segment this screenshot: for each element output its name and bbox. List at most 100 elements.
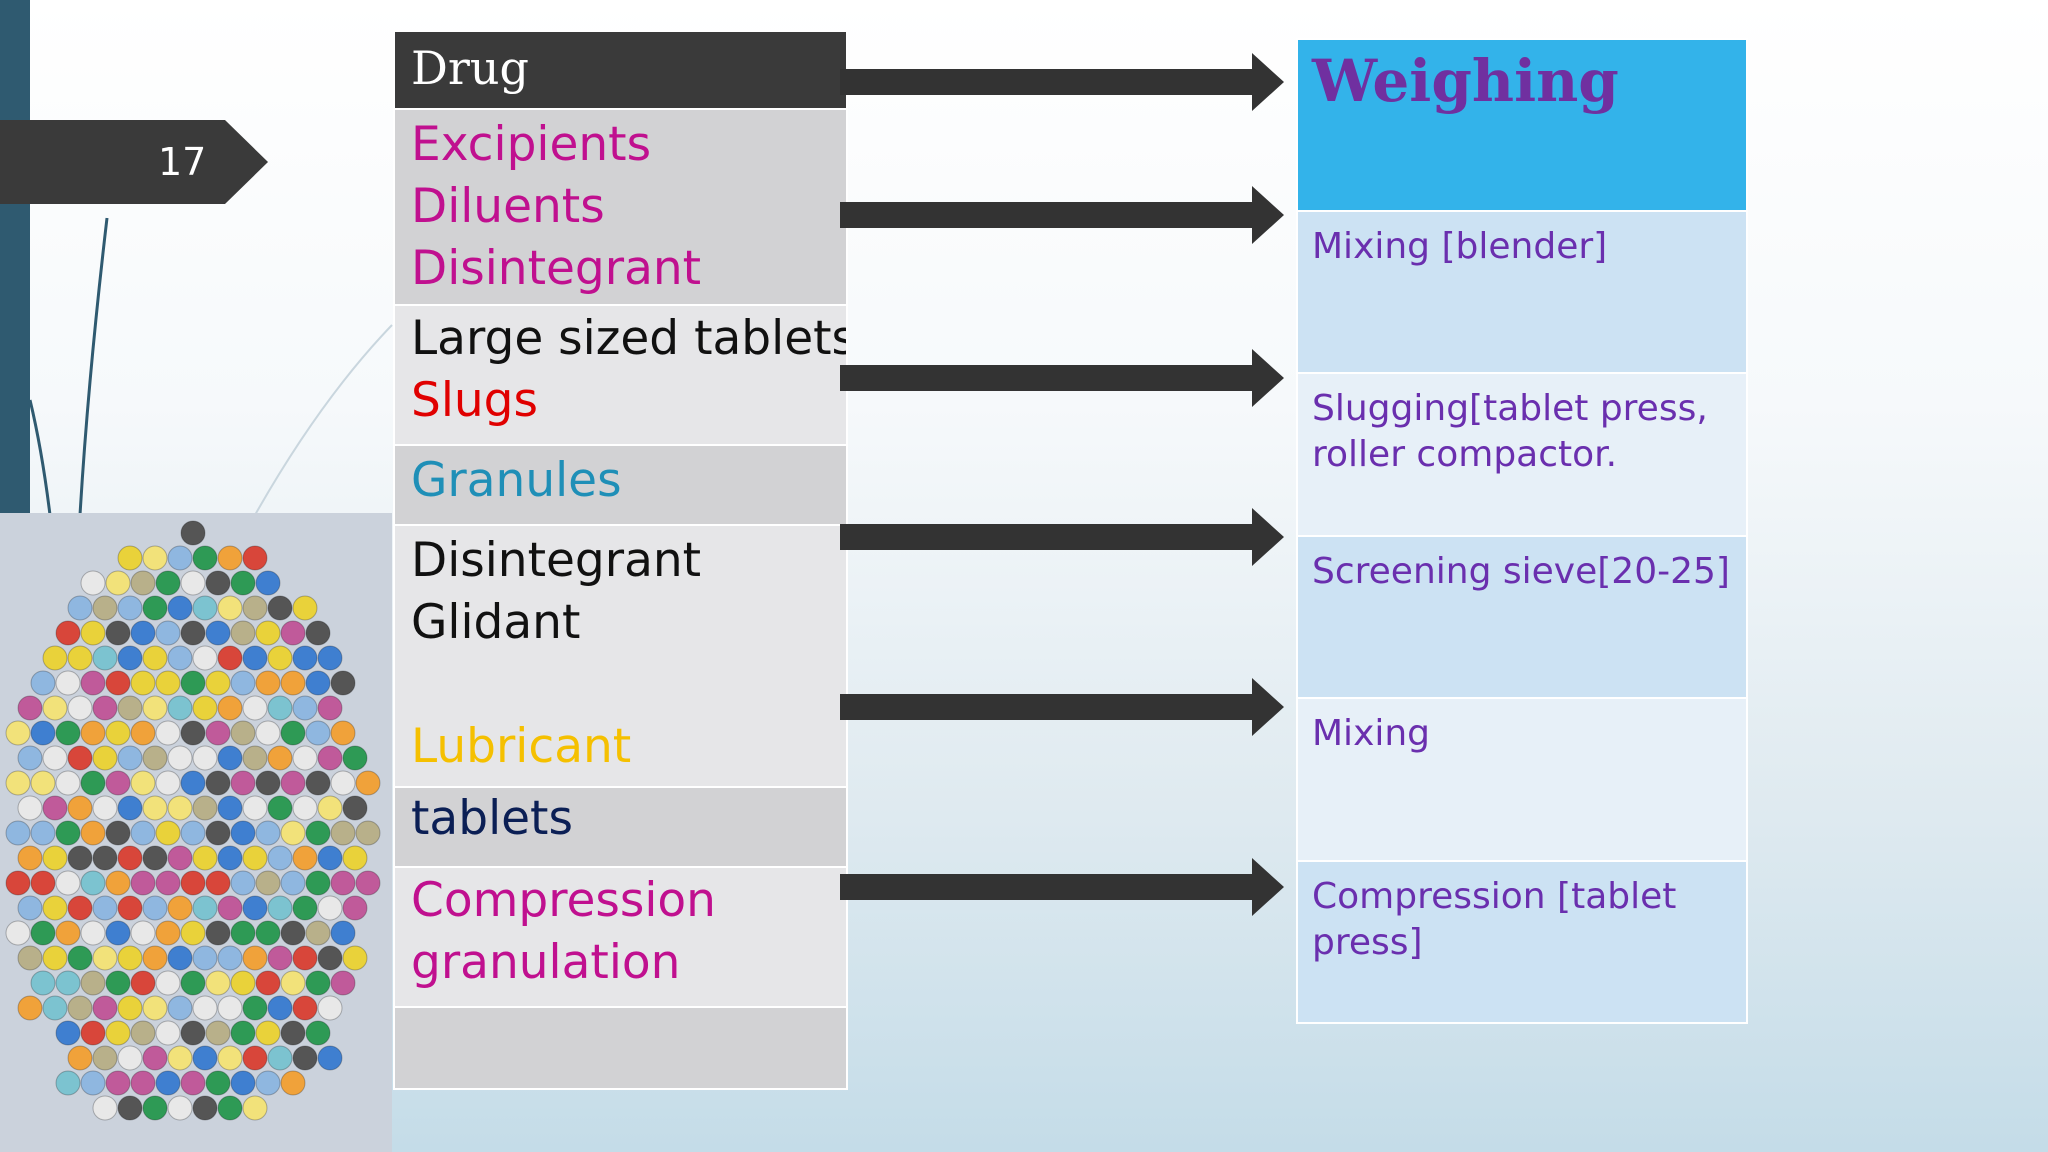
tablet-pill — [205, 620, 231, 646]
tablet-pill — [192, 1045, 218, 1071]
tablet-pill — [130, 620, 156, 646]
tablet-pill — [292, 895, 318, 921]
tablet-pill — [217, 945, 243, 971]
tablet-pill — [317, 745, 343, 771]
tablet-pill — [280, 970, 306, 996]
tablet-pill — [217, 695, 243, 721]
tablet-pill — [280, 820, 306, 846]
tablet-pill — [217, 995, 243, 1021]
tablet-pill — [180, 1020, 206, 1046]
tablet-pill — [117, 945, 143, 971]
step-compression: Compression [tablet press] — [1298, 862, 1746, 1022]
tablet-pill — [117, 745, 143, 771]
tablet-pill — [117, 595, 143, 621]
tablet-pill — [55, 820, 81, 846]
tablet-pill — [142, 945, 168, 971]
tablet-pill — [217, 895, 243, 921]
tablet-pill — [267, 695, 293, 721]
tablet-pill — [80, 870, 106, 896]
tablet-pill — [267, 1045, 293, 1071]
tablet-pill — [217, 745, 243, 771]
tablet-pill — [5, 770, 31, 796]
tablet-pill — [205, 970, 231, 996]
tablet-pill — [217, 545, 243, 571]
tablet-pill — [230, 770, 256, 796]
arrow-right-icon — [840, 678, 1284, 736]
tablet-pill — [192, 645, 218, 671]
tablet-pill — [267, 595, 293, 621]
tablet-pill — [280, 720, 306, 746]
tablet-pill — [192, 1095, 218, 1121]
tablet-pill — [117, 695, 143, 721]
tablet-pill — [67, 595, 93, 621]
weighing-label: Weighing — [1312, 47, 1619, 115]
tablet-pill — [317, 895, 343, 921]
tablet-pill — [30, 970, 56, 996]
tablet-pill — [80, 970, 106, 996]
tablet-pill — [242, 645, 268, 671]
tablet-pill — [342, 945, 368, 971]
tablet-pill — [5, 720, 31, 746]
tablet-pill — [330, 670, 356, 696]
tablet-pill — [55, 670, 81, 696]
tablet-pill — [142, 795, 168, 821]
tablet-pill — [167, 545, 193, 571]
tablet-pill — [280, 870, 306, 896]
arrow-right-icon — [840, 186, 1284, 244]
tablet-pill — [292, 745, 318, 771]
tablet-pill — [242, 945, 268, 971]
tablet-pill — [180, 1070, 206, 1096]
lubricant-label: Lubricant — [411, 719, 632, 774]
tablet-pill — [142, 995, 168, 1021]
tablet-pill — [255, 1020, 281, 1046]
tablet-pill — [92, 795, 118, 821]
diluents-label: Diluents — [411, 179, 605, 234]
step-mixing: Mixing — [1298, 699, 1746, 862]
tablet-pill — [242, 595, 268, 621]
tablet-pill — [355, 820, 381, 846]
tablet-pill — [292, 695, 318, 721]
tablet-pill — [92, 745, 118, 771]
tablet-pill — [205, 920, 231, 946]
tablet-pill — [42, 945, 68, 971]
tablet-pill — [292, 1045, 318, 1071]
tablet-pill — [242, 695, 268, 721]
tablet-pill — [242, 795, 268, 821]
tablet-pill — [130, 1070, 156, 1096]
tablet-pill — [230, 870, 256, 896]
tablet-pill — [192, 895, 218, 921]
tablet-pill — [55, 870, 81, 896]
tablet-pill — [155, 620, 181, 646]
tablet-pill — [55, 970, 81, 996]
tablet-pill — [292, 595, 318, 621]
tablet-pill — [267, 745, 293, 771]
tablet-pill — [355, 770, 381, 796]
tablet-pill — [205, 1020, 231, 1046]
step-weighing: Weighing — [1298, 40, 1746, 212]
tablet-pill — [142, 545, 168, 571]
tablet-pill — [117, 845, 143, 871]
tablet-pill — [180, 820, 206, 846]
tablet-pill — [80, 620, 106, 646]
tablet-pill — [55, 720, 81, 746]
tablet-pill — [17, 845, 43, 871]
tablet-pill — [55, 620, 81, 646]
cell-drug: Drug — [395, 32, 846, 110]
slide-number-badge: 17 — [0, 120, 268, 204]
tablet-pill — [155, 1020, 181, 1046]
tablet-pill — [255, 570, 281, 596]
tablet-pill — [5, 820, 31, 846]
tablet-pill — [55, 770, 81, 796]
tablet-pill — [280, 1020, 306, 1046]
tablet-pill — [142, 1045, 168, 1071]
slugs-label: Slugs — [411, 373, 539, 428]
tablet-pill — [217, 1095, 243, 1121]
tablet-pill — [80, 1020, 106, 1046]
tablet-pill — [180, 720, 206, 746]
cell-excipients: Excipients Diluents Disintegrant — [395, 110, 846, 306]
tablet-pill — [317, 945, 343, 971]
disintegrant-label: Disintegrant — [411, 241, 702, 296]
tablet-pill — [55, 1070, 81, 1096]
tablet-pill — [255, 620, 281, 646]
tablet-pill — [217, 845, 243, 871]
